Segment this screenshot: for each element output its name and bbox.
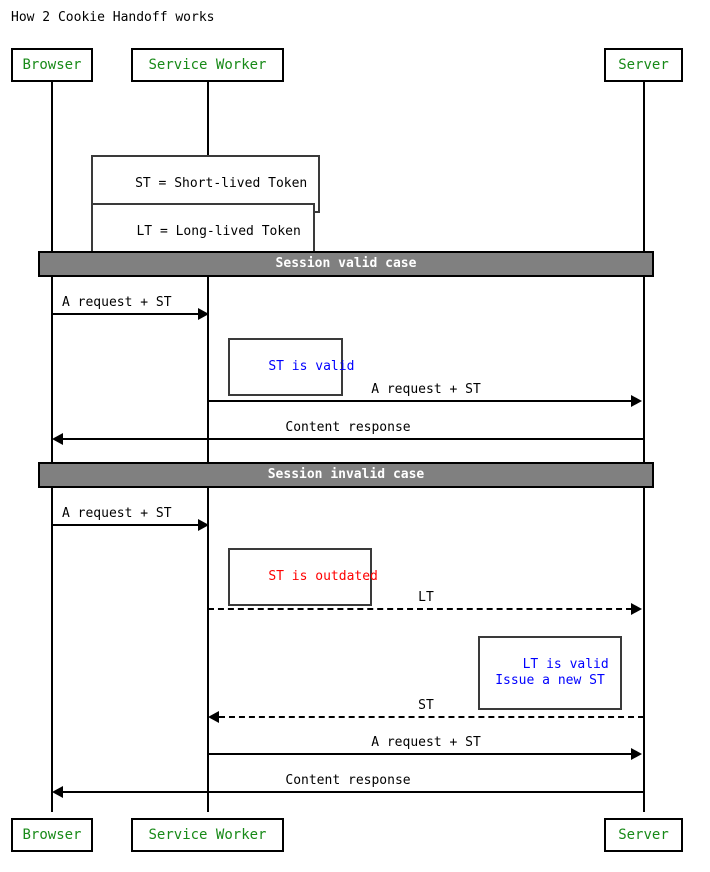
section-divider-session-valid: Session valid case <box>38 251 654 277</box>
lifeline-service-worker <box>207 82 209 812</box>
message-arrowhead-m6 <box>208 711 219 723</box>
message-label-m6: ST <box>418 698 434 713</box>
message-label-m8: Content response <box>285 773 411 788</box>
message-line-m7 <box>208 753 632 755</box>
participant-browser-label-bottom: Browser <box>22 827 82 843</box>
participant-server-label: Server <box>618 57 669 73</box>
participant-browser-bottom[interactable]: Browser <box>11 818 93 852</box>
lifeline-server <box>643 82 645 812</box>
participant-service-worker-bottom[interactable]: Service Worker <box>131 818 284 852</box>
participant-service-worker-top[interactable]: Service Worker <box>131 48 284 82</box>
message-line-m6 <box>219 716 644 718</box>
message-arrowhead-m2 <box>631 395 642 407</box>
message-line-m5 <box>208 608 632 610</box>
note-lt-is-valid: LT is valid Issue a new ST <box>478 636 622 710</box>
message-label-m7: A request + ST <box>371 735 481 750</box>
message-arrowhead-m8 <box>52 786 63 798</box>
message-line-m1 <box>52 313 204 315</box>
message-arrowhead-m4 <box>198 519 209 531</box>
participant-service-worker-label-bottom: Service Worker <box>148 827 267 843</box>
message-arrowhead-m7 <box>631 748 642 760</box>
message-label-m3: Content response <box>285 420 411 435</box>
note-st-is-outdated: ST is outdated <box>228 548 378 606</box>
section-divider-session-invalid: Session invalid case <box>38 462 654 488</box>
message-arrowhead-m1 <box>198 308 209 320</box>
participant-server-label-bottom: Server <box>618 827 669 843</box>
participant-browser-label: Browser <box>22 57 82 73</box>
page-title: How 2 Cookie Handoff works <box>11 10 215 25</box>
participant-server-top[interactable]: Server <box>604 48 683 82</box>
message-line-m4 <box>52 524 204 526</box>
message-label-m4: A request + ST <box>62 506 172 521</box>
message-label-m5: LT <box>418 590 434 605</box>
participant-server-bottom[interactable]: Server <box>604 818 683 852</box>
participant-service-worker-label: Service Worker <box>148 57 267 73</box>
message-arrowhead-m3 <box>52 433 63 445</box>
note-st-is-valid: ST is valid <box>228 338 354 396</box>
message-line-m8 <box>63 791 644 793</box>
message-label-m2: A request + ST <box>371 382 481 397</box>
message-line-m2 <box>208 400 632 402</box>
message-arrowhead-m5 <box>631 603 642 615</box>
message-line-m3 <box>63 438 644 440</box>
lifeline-browser <box>51 82 53 812</box>
message-label-m1: A request + ST <box>62 295 172 310</box>
participant-browser-top[interactable]: Browser <box>11 48 93 82</box>
